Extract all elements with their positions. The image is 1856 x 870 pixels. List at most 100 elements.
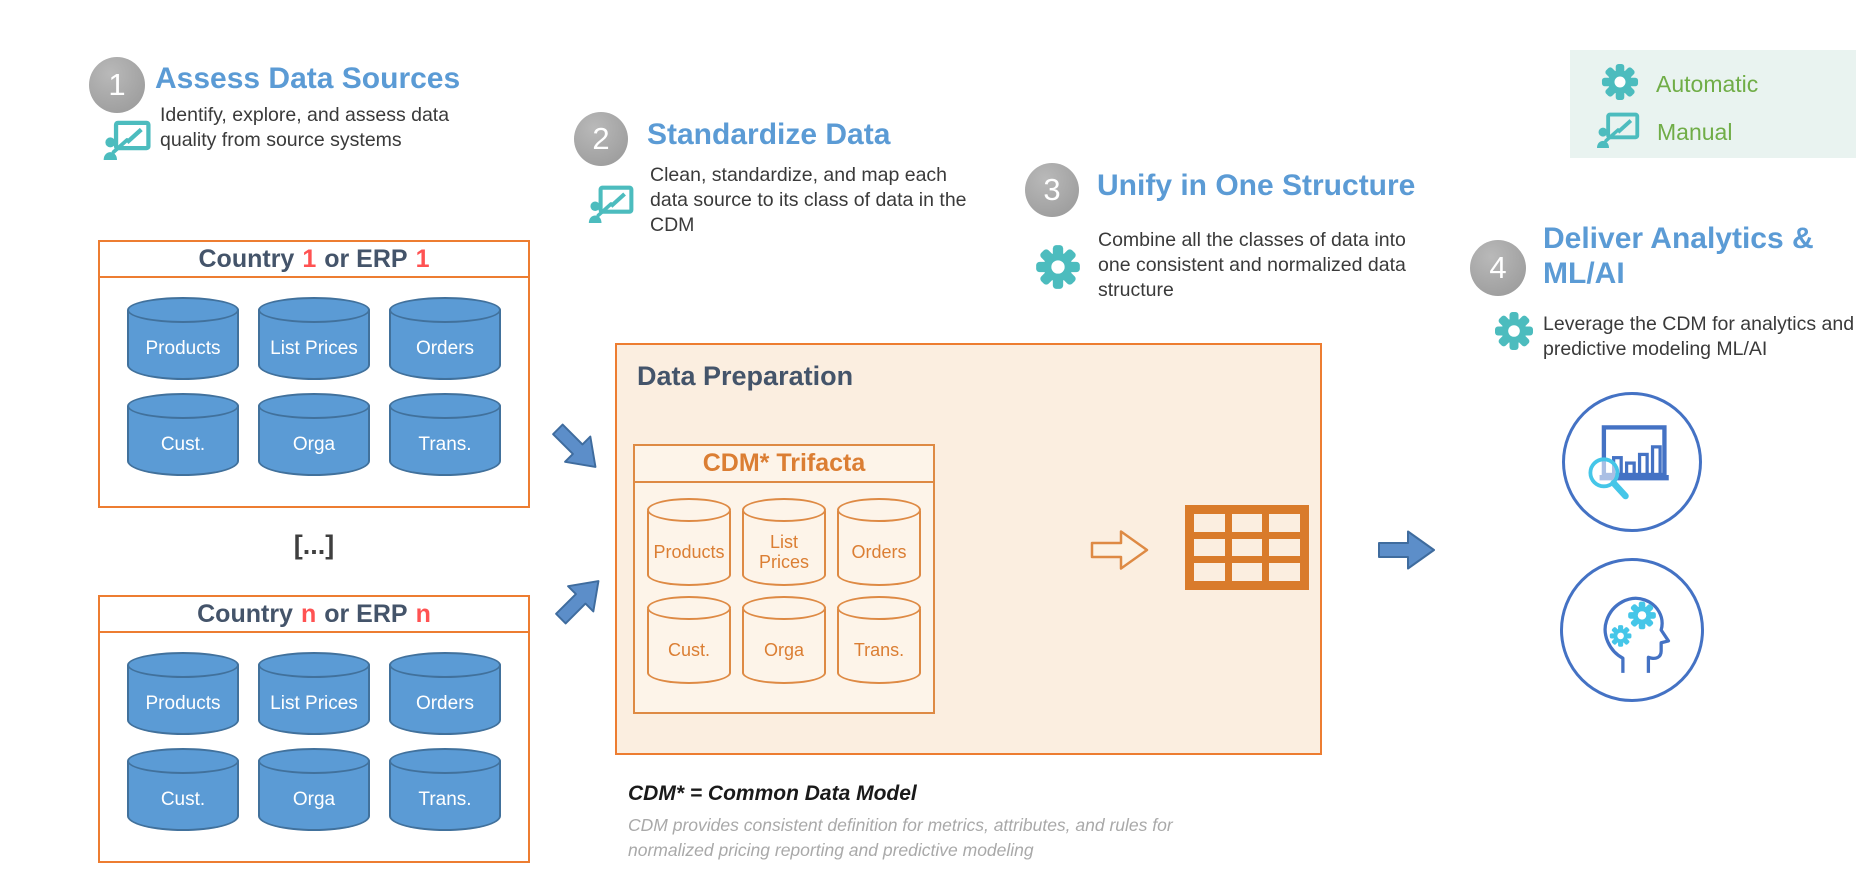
table-cell: [1231, 538, 1263, 557]
step-4-number-badge: 4: [1470, 240, 1526, 296]
table-cell: [1269, 563, 1300, 581]
cdm-cylinder-grid: Products List Prices Orders Cust. Orga T…: [635, 483, 933, 684]
bar-chart-magnifier-icon: [1588, 425, 1669, 500]
arrow-cdm-to-table: [1090, 527, 1150, 573]
step-2-title: Standardize Data: [647, 118, 891, 151]
legend: Automatic Manual: [1570, 50, 1856, 158]
cylinder-label: Trans.: [418, 788, 472, 810]
cylinder-label: Products: [145, 337, 221, 359]
arrow-prep-to-analytics: [1377, 527, 1437, 573]
source-box-1-title: Country 1 or ERP 1: [100, 242, 528, 278]
cylinder-label: Orga: [292, 433, 336, 455]
unified-table-icon: [1185, 505, 1309, 590]
db-cylinder-orders: Orders: [389, 297, 501, 380]
gear-icon: [1494, 311, 1534, 356]
title-text: or ERP: [324, 599, 408, 628]
more-sources-ellipsis: [...]: [293, 530, 335, 560]
source-box-n-title: Country n or ERP n: [100, 597, 528, 633]
table-cell: [1194, 514, 1225, 532]
db-cylinder-orders: Orders: [389, 652, 501, 735]
cylinder-grid: Products List Prices Orders Cust. Orga T…: [100, 278, 528, 476]
cdm-cylinder-list-prices: List Prices: [742, 498, 826, 586]
gear-icon: [1035, 244, 1081, 295]
table-cell: [1269, 514, 1300, 532]
cdm-trifacta-box: CDM* Trifacta Products List Prices Order…: [633, 444, 935, 714]
legend-manual-row: Manual: [1596, 112, 1732, 153]
cylinder-grid: Products List Prices Orders Cust. Orga T…: [100, 633, 528, 831]
cdm-note: CDM provides consistent definition for m…: [628, 813, 1173, 862]
step-3-number-badge: 3: [1025, 163, 1079, 217]
table-cell: [1194, 538, 1225, 557]
table-cell: [1231, 514, 1263, 532]
cylinder-label: Products: [653, 541, 725, 562]
arrow-box1-to-prep: [541, 412, 614, 485]
cylinder-label: Trans.: [853, 639, 905, 660]
cylinder-label: List Prices: [270, 337, 358, 359]
db-cylinder-orga: Orga: [258, 748, 370, 831]
cylinder-label: List Prices: [270, 692, 358, 714]
title-text: Country: [197, 599, 293, 628]
table-cell: [1269, 538, 1300, 557]
table-cell: [1231, 563, 1263, 581]
db-cylinder-trans: Trans.: [389, 393, 501, 476]
cylinder-label: List Prices: [758, 531, 809, 572]
title-number: 1: [302, 244, 317, 273]
cdm-note-line-2: normalized pricing reporting and predict…: [628, 839, 1034, 860]
cylinder-label: Cust.: [160, 788, 206, 810]
step-1-number-badge: 1: [89, 57, 145, 113]
legend-automatic-label: Automatic: [1656, 71, 1759, 97]
cylinder-label: Products: [145, 692, 221, 714]
db-cylinder-orga: Orga: [258, 393, 370, 476]
cylinder-label: Orders: [415, 337, 475, 359]
legend-manual-label: Manual: [1657, 119, 1733, 145]
cdm-note-line-1: CDM provides consistent definition for m…: [628, 815, 1173, 835]
gear-icon: [1601, 63, 1639, 106]
db-cylinder-cust: Cust.: [127, 748, 239, 831]
cdm-cylinder-cust: Cust.: [647, 596, 731, 684]
title-number: 1: [415, 244, 430, 273]
step-3-title: Unify in One Structure: [1097, 169, 1416, 202]
title-text: or ERP: [324, 244, 408, 273]
cylinder-label: Orga: [292, 788, 336, 810]
cylinder-label: Cust.: [667, 639, 710, 660]
head-gears-icon: [1603, 596, 1671, 673]
cylinder-label: Trans.: [418, 433, 472, 455]
manual-icon: [588, 185, 634, 228]
data-preparation-title: Data Preparation: [637, 361, 854, 391]
source-box-country-n: Country n or ERP n Products List Prices …: [98, 595, 530, 863]
cdm-cylinder-orders: Orders: [837, 498, 921, 586]
db-cylinder-list-prices: List Prices: [258, 297, 370, 380]
cylinder-label: Cust.: [160, 433, 206, 455]
cylinder-label: Orders: [851, 541, 907, 562]
cylinder-label: Orga: [763, 639, 805, 660]
legend-automatic-row: Automatic: [1601, 63, 1758, 106]
analytics-circle: [1562, 392, 1702, 532]
db-cylinder-products: Products: [127, 297, 239, 380]
title-number: n: [300, 599, 317, 628]
db-cylinder-list-prices: List Prices: [258, 652, 370, 735]
step-4-description: Leverage the CDM for analytics and predi…: [1543, 313, 1855, 360]
cdm-trifacta-title: CDM* Trifacta: [635, 446, 933, 483]
step-2-description: Clean, standardize, and map each data so…: [650, 164, 967, 236]
step-4-title-line-1: Deliver Analytics &: [1543, 222, 1814, 255]
arrow-boxn-to-prep: [544, 563, 617, 636]
title-text: Country: [198, 244, 295, 273]
db-cylinder-products: Products: [127, 652, 239, 735]
step-3-description: Combine all the classes of data into one…: [1098, 229, 1406, 301]
cylinder-label: Orders: [415, 692, 475, 714]
db-cylinder-cust: Cust.: [127, 393, 239, 476]
cdm-cylinder-products: Products: [647, 498, 731, 586]
manual-icon: [103, 120, 151, 165]
ml-ai-circle: [1560, 558, 1704, 702]
cdm-cylinder-orga: Orga: [742, 596, 826, 684]
db-cylinder-trans: Trans.: [389, 748, 501, 831]
step-4-title-line-2: ML/AI: [1543, 257, 1625, 290]
manual-icon: [1596, 112, 1640, 153]
cdm-cylinder-trans: Trans.: [837, 596, 921, 684]
title-number: n: [415, 599, 431, 628]
step-1-title: Assess Data Sources: [155, 62, 461, 95]
cdm-definition: CDM* = Common Data Model: [628, 782, 917, 805]
table-cell: [1194, 563, 1225, 581]
step-2-number-badge: 2: [574, 112, 628, 166]
